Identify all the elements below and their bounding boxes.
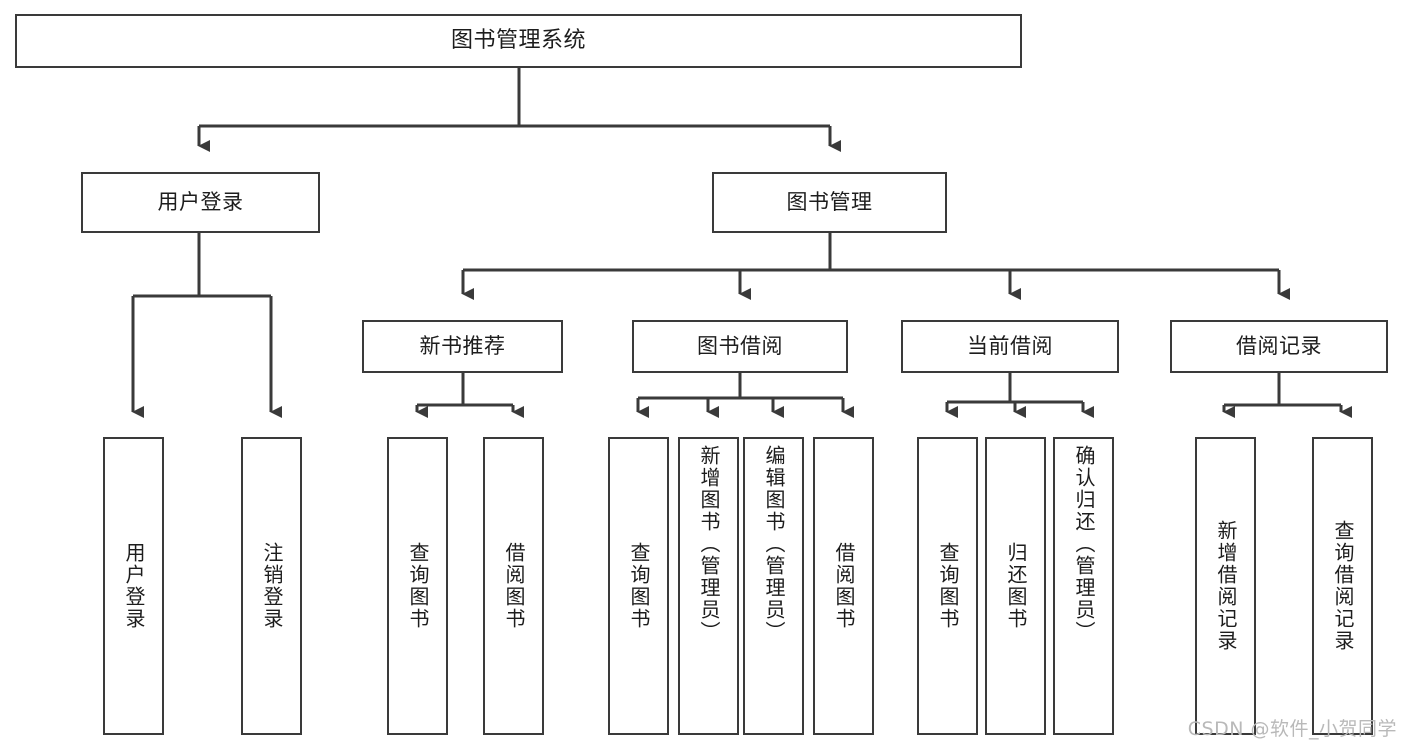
node-leaf-bb-edit-book-label: 编辑图书（管理员） <box>762 445 786 643</box>
node-user-login-label: 用户登录 <box>157 190 244 215</box>
node-new-book-recommend-label: 新书推荐 <box>419 334 506 359</box>
node-new-book-recommend[interactable]: 新书推荐 <box>362 320 563 373</box>
node-leaf-cb-confirm-return[interactable]: 确认归还（管理员） <box>1053 437 1114 735</box>
node-leaf-bb-edit-book[interactable]: 编辑图书（管理员） <box>743 437 804 735</box>
node-book-manage[interactable]: 图书管理 <box>712 172 947 233</box>
edges-current-borrow <box>945 373 1094 418</box>
node-book-borrow[interactable]: 图书借阅 <box>632 320 848 373</box>
node-leaf-user-login-label: 用户登录 <box>122 542 146 630</box>
edges-new-book-recommend <box>415 373 524 418</box>
node-user-login[interactable]: 用户登录 <box>81 172 320 233</box>
node-current-borrow-label: 当前借阅 <box>967 334 1053 359</box>
node-leaf-nb-borrow-book[interactable]: 借阅图书 <box>483 437 544 735</box>
node-leaf-cb-return-book[interactable]: 归还图书 <box>985 437 1046 735</box>
edges-borrow-record <box>1222 373 1352 418</box>
edges-book-manage <box>461 233 1290 300</box>
node-leaf-nb-borrow-book-label: 借阅图书 <box>502 542 526 630</box>
node-leaf-user-login[interactable]: 用户登录 <box>103 437 164 735</box>
node-leaf-logout[interactable]: 注销登录 <box>241 437 302 735</box>
node-leaf-bb-query-book[interactable]: 查询图书 <box>608 437 669 735</box>
node-leaf-bb-add-book-label: 新增图书（管理员） <box>697 445 721 643</box>
edges-book-borrow <box>636 373 854 418</box>
edges-user-login <box>131 233 282 418</box>
node-leaf-br-add-record[interactable]: 新增借阅记录 <box>1195 437 1256 735</box>
node-leaf-logout-label: 注销登录 <box>260 542 284 630</box>
node-root-system-label: 图书管理系统 <box>450 27 586 53</box>
node-leaf-br-add-record-label: 新增借阅记录 <box>1214 520 1238 652</box>
node-leaf-br-query-record-label: 查询借阅记录 <box>1331 520 1355 652</box>
node-leaf-br-query-record[interactable]: 查询借阅记录 <box>1312 437 1373 735</box>
node-current-borrow[interactable]: 当前借阅 <box>901 320 1119 373</box>
node-leaf-cb-query-book[interactable]: 查询图书 <box>917 437 978 735</box>
node-leaf-bb-add-book[interactable]: 新增图书（管理员） <box>678 437 739 735</box>
node-book-borrow-label: 图书借阅 <box>697 334 783 359</box>
node-root-system[interactable]: 图书管理系统 <box>15 14 1022 68</box>
node-book-manage-label: 图书管理 <box>786 190 873 215</box>
node-leaf-bb-borrow-book-label: 借阅图书 <box>832 542 856 630</box>
node-borrow-record[interactable]: 借阅记录 <box>1170 320 1388 373</box>
node-leaf-bb-query-book-label: 查询图书 <box>627 542 651 630</box>
watermark-text: CSDN @软件_小贺同学 <box>1187 718 1397 740</box>
node-leaf-cb-return-book-label: 归还图书 <box>1004 542 1028 630</box>
node-leaf-nb-query-book-label: 查询图书 <box>406 542 430 630</box>
edges-root <box>197 68 841 152</box>
node-leaf-cb-query-book-label: 查询图书 <box>936 542 960 630</box>
node-borrow-record-label: 借阅记录 <box>1236 334 1322 359</box>
node-leaf-cb-confirm-return-label: 确认归还（管理员） <box>1072 445 1096 643</box>
node-leaf-nb-query-book[interactable]: 查询图书 <box>387 437 448 735</box>
node-leaf-bb-borrow-book[interactable]: 借阅图书 <box>813 437 874 735</box>
